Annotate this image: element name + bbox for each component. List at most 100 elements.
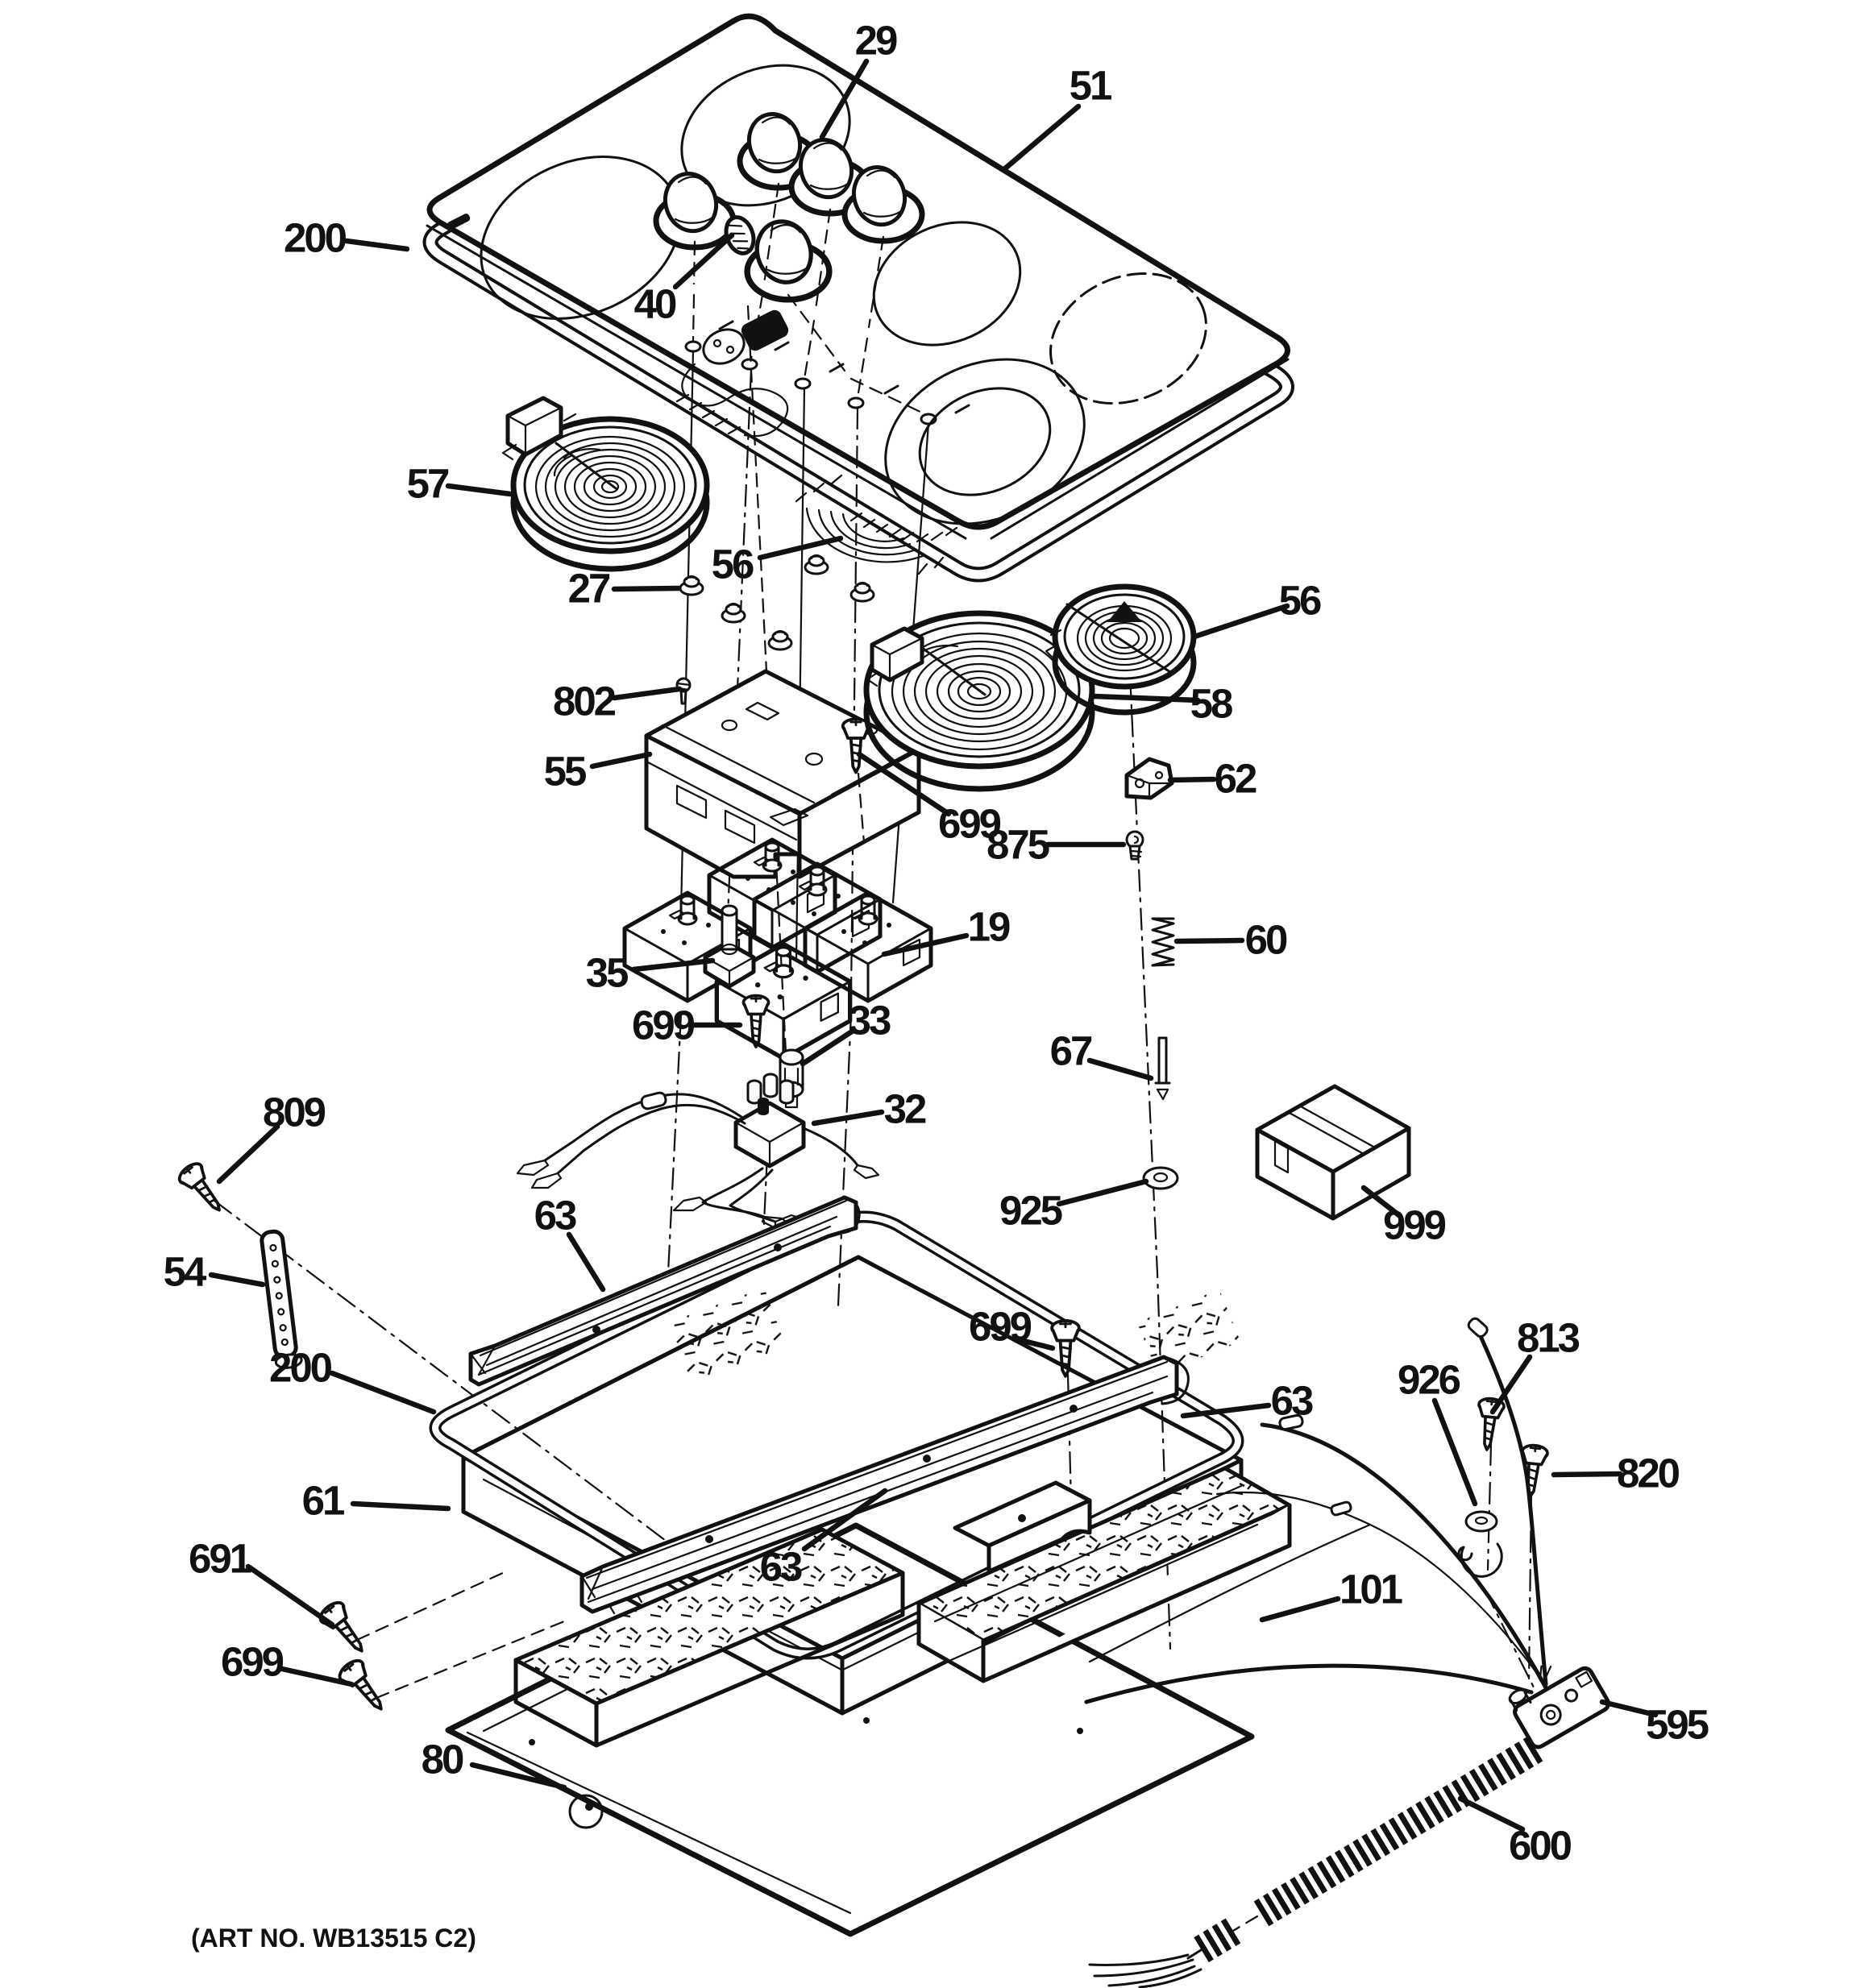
callout-label-63: 63: [534, 1193, 576, 1239]
grommet-27: [767, 629, 793, 651]
callout-63: 63: [1180, 1378, 1315, 1424]
callout-label-29: 29: [855, 18, 897, 64]
callout-leader-58: [1090, 693, 1201, 703]
callout-label-600: 600: [1509, 1823, 1572, 1869]
knob: [737, 112, 820, 191]
callout-54: 54: [164, 1249, 266, 1295]
callout-leader-67: [1086, 1057, 1154, 1081]
callout-label-820: 820: [1617, 1451, 1680, 1496]
grommet-27: [849, 581, 875, 603]
mounting-rail-63-long: [579, 1355, 1190, 1615]
literature-pack-999: [1255, 1084, 1411, 1221]
control-hub: [681, 328, 789, 438]
callout-926: 926: [1398, 1357, 1478, 1507]
callout-101: 101: [1259, 1567, 1405, 1623]
callout-600: 600: [1457, 1795, 1574, 1869]
callout-29: 29: [819, 18, 899, 140]
callout-leader-51: [1001, 103, 1082, 172]
callout-820: 820: [1551, 1451, 1682, 1496]
callout-leader-809: [216, 1123, 280, 1185]
callout-leader-200: [343, 238, 410, 252]
callout-label-200: 200: [269, 1345, 332, 1391]
callout-80: 80: [422, 1737, 567, 1791]
callout-595: 595: [1599, 1699, 1711, 1748]
callout-label-40: 40: [634, 281, 676, 327]
callout-63: 63: [534, 1193, 606, 1293]
callout-label-27: 27: [568, 566, 610, 612]
center-bracket-63: [953, 1480, 1092, 1574]
screw-691: [315, 1596, 375, 1661]
callout-label-58: 58: [1190, 681, 1232, 727]
callout-925: 925: [999, 1178, 1149, 1234]
callout-699: 699: [221, 1639, 355, 1687]
callout-label-63: 63: [1271, 1378, 1313, 1424]
callout-leader-699: [1014, 1336, 1056, 1351]
callout-67: 67: [1050, 1028, 1154, 1081]
glass-cooktop: [426, 13, 1290, 543]
callout-32: 32: [811, 1086, 928, 1132]
callout-leader-29: [819, 58, 870, 140]
callout-55: 55: [544, 749, 653, 795]
callout-label-813: 813: [1517, 1315, 1580, 1361]
callout-label-926: 926: [1398, 1357, 1460, 1403]
callout-leader-32: [811, 1109, 885, 1127]
callout-60: 60: [1173, 917, 1290, 963]
callout-leader-35: [630, 957, 716, 973]
callout-label-925: 925: [999, 1188, 1062, 1234]
callout-label-200: 200: [284, 215, 347, 261]
callout-200: 200: [269, 1345, 437, 1415]
callout-63: 63: [760, 1488, 888, 1590]
callout-label-809: 809: [263, 1089, 326, 1135]
callout-802: 802: [553, 679, 683, 724]
callout-809: 809: [216, 1089, 328, 1185]
callout-leader-27: [611, 585, 682, 592]
screw-699-pan: [334, 1654, 394, 1719]
pin-67: [1154, 1036, 1171, 1101]
insulation-101-left: [513, 1527, 905, 1748]
callout-label-33: 33: [849, 998, 891, 1044]
callout-33: 33: [800, 998, 893, 1067]
callout-label-699: 699: [632, 1002, 695, 1048]
callout-label-67: 67: [1050, 1028, 1092, 1074]
heating-element-56: [1045, 583, 1197, 716]
callout-leader-926: [1431, 1397, 1478, 1507]
burner-circle-dual: [884, 358, 1086, 525]
callout-label-62: 62: [1215, 756, 1256, 802]
callout-813: 813: [1489, 1315, 1582, 1415]
knob-stems: [692, 182, 927, 416]
heating-element-57: [501, 396, 710, 572]
callout-label-699: 699: [969, 1304, 1032, 1350]
callout-leader-33: [800, 1028, 855, 1067]
control-graphic: [741, 309, 789, 351]
bracket-62: [1124, 757, 1174, 800]
insulation-patch: [666, 1287, 1241, 1384]
callout-label-32: 32: [884, 1086, 926, 1132]
callout-label-699: 699: [938, 801, 1001, 847]
callout-58: 58: [1090, 681, 1235, 727]
switch-35: [703, 904, 756, 989]
lead-wires: [1084, 1317, 1556, 1704]
callout-56: 56: [712, 535, 844, 587]
burner-circle-center: [872, 221, 1022, 347]
terminal-block-32: [733, 1073, 806, 1168]
brand-logo-mark: [447, 214, 471, 230]
callout-label-802: 802: [553, 679, 616, 724]
callout-leader-61: [350, 1500, 451, 1512]
callout-35: 35: [586, 950, 716, 996]
callout-875: 875: [986, 822, 1127, 868]
spring-60: [1151, 917, 1175, 967]
knob: [653, 172, 737, 251]
callout-leader-19: [881, 932, 970, 957]
callout-label-57: 57: [407, 461, 449, 507]
callout-label-101: 101: [1340, 1567, 1402, 1612]
callout-label-875: 875: [986, 822, 1049, 868]
callout-leader-56: [757, 535, 844, 561]
grommet-27: [804, 554, 829, 575]
callout-leader-56: [1191, 603, 1290, 640]
mounting-rail-63: [468, 1195, 861, 1387]
heating-element-58: [863, 610, 1095, 792]
callout-label-54: 54: [164, 1249, 207, 1295]
callout-leader-55: [589, 751, 653, 770]
